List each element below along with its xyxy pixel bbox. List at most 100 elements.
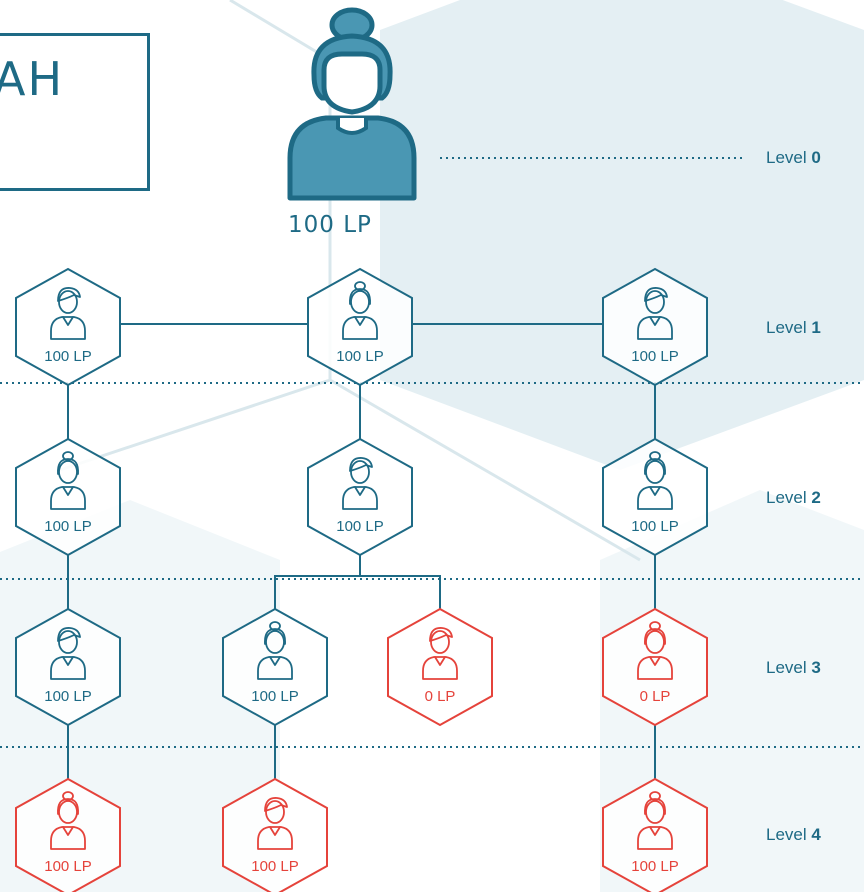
- root-lp-label: 100 LP: [288, 212, 372, 238]
- female-person-icon: [257, 621, 293, 680]
- level-1-label: Level 1: [766, 318, 821, 337]
- hexagon-frame: [387, 607, 493, 727]
- member-node: 100 LP: [602, 437, 708, 557]
- background-grid-line: [329, 378, 641, 562]
- person-hair: [57, 458, 79, 475]
- person-hair: [349, 457, 373, 472]
- person-body: [50, 316, 86, 340]
- member-node: 100 LP: [222, 607, 328, 727]
- person-hair-bun: [269, 621, 281, 631]
- person-collar: [62, 656, 74, 666]
- member-node: 100 LP: [15, 267, 121, 387]
- person-body: [50, 656, 86, 680]
- level-4-label: Level 4: [766, 825, 821, 844]
- member-node: 100 LP: [602, 777, 708, 892]
- root-person-icon: [287, 7, 417, 201]
- node-lp-label: 0 LP: [425, 688, 456, 705]
- person-body: [637, 826, 673, 850]
- person-hair-bun: [62, 791, 74, 801]
- member-node: 0 LP: [602, 607, 708, 727]
- person-hair: [264, 797, 288, 812]
- hexagon-frame: [307, 437, 413, 557]
- node-lp-label: 100 LP: [631, 518, 679, 535]
- person-body: [342, 316, 378, 340]
- connector-line: [360, 575, 441, 609]
- female-person-icon: [637, 451, 673, 510]
- person-hair-bun: [649, 451, 661, 461]
- node-lp-label: 100 LP: [336, 348, 384, 365]
- person-head: [350, 460, 370, 484]
- person-hair-bun: [62, 451, 74, 461]
- member-node: 100 LP: [222, 777, 328, 892]
- hexagon-frame: [602, 437, 708, 557]
- male-person-icon: [257, 797, 293, 850]
- person-body: [50, 826, 86, 850]
- person-hair: [264, 628, 286, 645]
- person-collar: [649, 826, 661, 836]
- node-lp-label: 0 LP: [640, 688, 671, 705]
- person-collar: [62, 316, 74, 326]
- node-lp-label: 100 LP: [44, 518, 92, 535]
- member-node: 100 LP: [602, 267, 708, 387]
- person-head: [430, 630, 450, 654]
- title-text: AH: [0, 52, 65, 106]
- title-frame: [0, 33, 150, 191]
- person-body: [50, 486, 86, 510]
- person-head: [58, 630, 78, 654]
- hexagon-frame: [222, 607, 328, 727]
- background-grid-line: [59, 378, 331, 472]
- member-node: 100 LP: [15, 437, 121, 557]
- person-hair: [644, 287, 668, 302]
- person-hair: [644, 798, 666, 815]
- hexagon-frame: [602, 267, 708, 387]
- person-body: [342, 486, 378, 510]
- node-lp-label: 100 LP: [44, 858, 92, 875]
- person-collar: [649, 316, 661, 326]
- background-hexagon-large: [380, 0, 864, 470]
- person-collar: [354, 486, 366, 496]
- male-person-icon: [637, 287, 673, 340]
- male-person-icon: [342, 457, 378, 510]
- person-body: [422, 656, 458, 680]
- member-node: 100 LP: [307, 437, 413, 557]
- person-head: [645, 800, 665, 824]
- person-head: [58, 290, 78, 314]
- person-head: [645, 630, 665, 654]
- member-node: 100 LP: [15, 607, 121, 727]
- person-head: [645, 290, 665, 314]
- person-collar: [269, 826, 281, 836]
- hexagon-frame: [307, 267, 413, 387]
- person-hair: [349, 288, 371, 305]
- person-head: [58, 800, 78, 824]
- person-head: [58, 460, 78, 484]
- person-hair: [57, 798, 79, 815]
- node-lp-label: 100 LP: [44, 348, 92, 365]
- person-collar: [434, 656, 446, 666]
- person-head: [350, 290, 370, 314]
- person-hair: [644, 628, 666, 645]
- female-person-icon: [50, 791, 86, 850]
- node-lp-label: 100 LP: [336, 518, 384, 535]
- hexagon-frame: [15, 267, 121, 387]
- person-body: [257, 826, 293, 850]
- person-hair: [429, 627, 453, 642]
- member-node: 100 LP: [15, 777, 121, 892]
- male-person-icon: [50, 287, 86, 340]
- male-person-icon: [50, 627, 86, 680]
- node-lp-label: 100 LP: [631, 858, 679, 875]
- person-collar: [62, 826, 74, 836]
- person-body: [637, 316, 673, 340]
- hexagon-frame: [15, 437, 121, 557]
- person-collar: [62, 486, 74, 496]
- person-hair-bun: [649, 791, 661, 801]
- person-collar: [354, 316, 366, 326]
- person-collar: [649, 486, 661, 496]
- person-collar: [269, 656, 281, 666]
- female-person-icon: [637, 791, 673, 850]
- person-body: [637, 656, 673, 680]
- person-hair: [57, 627, 81, 642]
- node-lp-label: 100 LP: [631, 348, 679, 365]
- root-face: [321, 51, 383, 115]
- person-hair-bun: [649, 621, 661, 631]
